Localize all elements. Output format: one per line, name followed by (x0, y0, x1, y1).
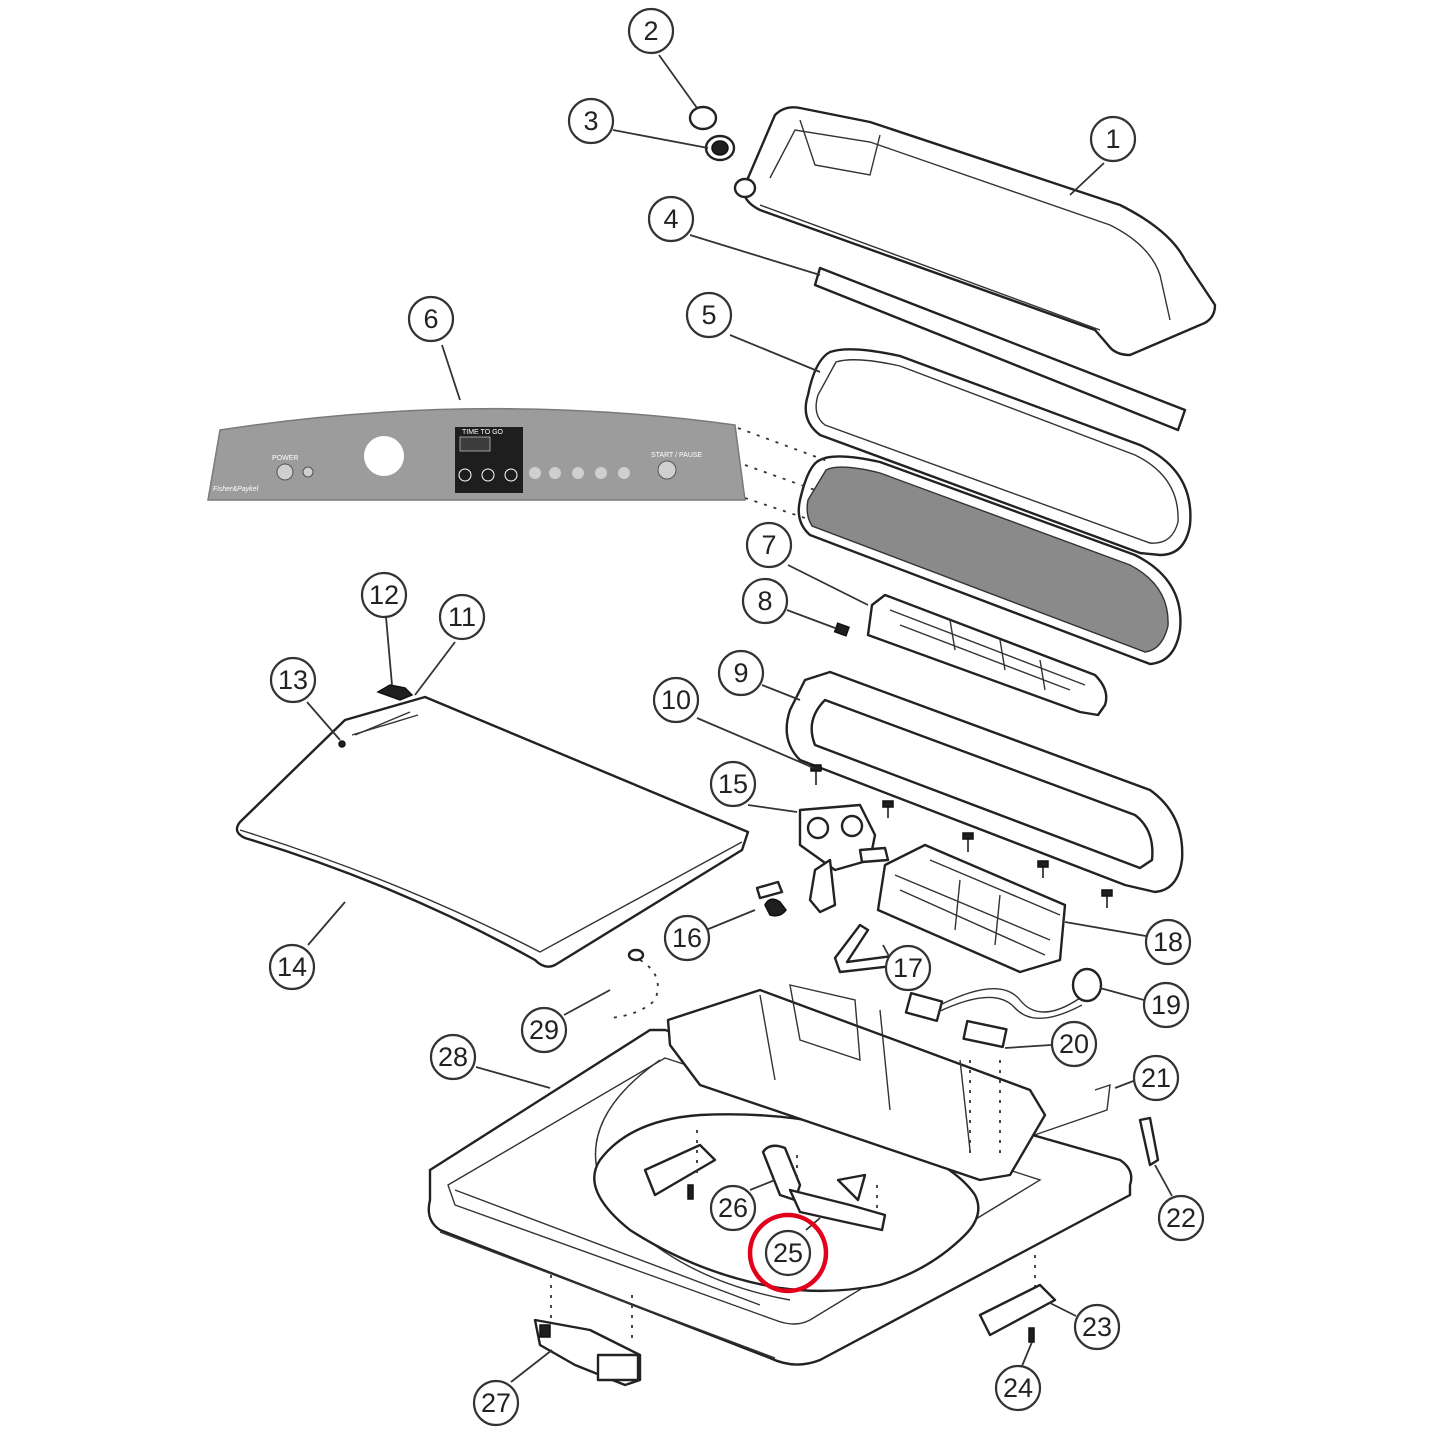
lid-screw-part (338, 740, 346, 748)
callout-1-label: 1 (1105, 124, 1120, 154)
callout-28-label: 28 (438, 1042, 468, 1072)
display-caption-text: TIME TO GO (462, 429, 504, 436)
console-frame-part (785, 670, 1184, 894)
callout-4-label: 4 (663, 204, 678, 234)
callout-8: 8 (741, 577, 789, 625)
start-label-text: START / PAUSE (651, 452, 703, 459)
callout-21: 21 (1132, 1054, 1180, 1102)
callout-29: 29 (520, 1006, 568, 1054)
callout-2-label: 2 (643, 16, 658, 46)
callout-12-label: 12 (369, 580, 399, 610)
callout-24: 24 (994, 1364, 1042, 1412)
callout-15-label: 15 (718, 769, 748, 799)
callout-21-label: 21 (1141, 1063, 1171, 1093)
lid-hinge-rod-part (354, 711, 411, 736)
lid-hinge-part (376, 684, 414, 701)
knob-ring-part (704, 134, 736, 162)
callout-26: 26 (709, 1184, 757, 1232)
callout-5: 5 (685, 291, 733, 339)
callout-23: 23 (1073, 1303, 1121, 1351)
callout-16: 16 (663, 914, 711, 962)
callout-3-label: 3 (583, 106, 598, 136)
callout-17: 17 (884, 944, 932, 992)
brand-text: Fisher&Paykel (213, 486, 259, 493)
callout-12: 12 (360, 571, 408, 619)
motor-controller-part (876, 843, 1067, 974)
callout-9: 9 (717, 649, 765, 697)
callout-29-label: 29 (529, 1015, 559, 1045)
lens-frame-part (804, 348, 1192, 557)
console-housing-part (733, 106, 1217, 357)
callout-22-label: 22 (1166, 1203, 1196, 1233)
callout-19: 19 (1142, 981, 1190, 1029)
callout-24-label: 24 (1003, 1373, 1033, 1403)
callout-18: 18 (1144, 918, 1192, 966)
hinge-screw-part (1028, 1327, 1035, 1343)
callout-10: 10 (652, 676, 700, 724)
power-cord-part (904, 967, 1103, 1023)
callout-13-label: 13 (278, 665, 308, 695)
callout-7: 7 (745, 521, 793, 569)
deck-hinge-right-part (978, 1283, 1057, 1337)
callout-11: 11 (438, 593, 486, 641)
callout-27-label: 27 (481, 1388, 511, 1418)
cable-clip-part (755, 880, 787, 917)
trim-strip-part (813, 266, 1187, 432)
knob-cap-part (688, 105, 718, 131)
lid-switch-part (962, 1019, 1008, 1049)
screw-parts (810, 764, 1113, 908)
callout-5-label: 5 (701, 300, 716, 330)
callout-28: 28 (429, 1033, 477, 1081)
callout-1: 1 (1089, 115, 1137, 163)
callout-22: 22 (1157, 1194, 1205, 1242)
highlight-ring (747, 1212, 829, 1294)
callout-14: 14 (268, 943, 316, 991)
callout-19-label: 19 (1151, 990, 1181, 1020)
callout-6: 6 (407, 295, 455, 343)
display-lens-part (797, 455, 1182, 666)
callout-23-label: 23 (1082, 1312, 1112, 1342)
callout-17-label: 17 (893, 953, 923, 983)
power-label-text: POWER (272, 455, 298, 462)
callout-9-label: 9 (733, 658, 748, 688)
callout-3: 3 (567, 97, 615, 145)
callout-4: 4 (647, 195, 695, 243)
callout-6-label: 6 (423, 304, 438, 334)
callout-26-label: 26 (718, 1193, 748, 1223)
leader-lines (306, 54, 1173, 1383)
lid-part (235, 695, 750, 968)
deck-hinge-left-part (643, 1143, 717, 1200)
side-hinge-part (1138, 1116, 1160, 1167)
front-latch-part (533, 1318, 642, 1387)
callout-2: 2 (627, 7, 675, 55)
callout-15: 15 (709, 760, 757, 808)
callout-18-label: 18 (1153, 927, 1183, 957)
callout-27: 27 (472, 1379, 520, 1427)
callout-20: 20 (1050, 1020, 1098, 1068)
callout-25-label: 25 (773, 1238, 803, 1268)
control-panel-overlay-part: TIME TO GO Fisher&Paykel START / PAUSE P… (207, 407, 746, 501)
board-clip-part (833, 622, 850, 637)
callout-8-label: 8 (757, 586, 772, 616)
mounting-bracket-part (833, 923, 904, 974)
callout-25: 25 (764, 1229, 812, 1277)
callout-16-label: 16 (672, 923, 702, 953)
support-rod-part (1019, 1083, 1111, 1141)
water-valve-part (798, 803, 890, 914)
control-board-part (866, 593, 1108, 717)
lid-damper-part (609, 959, 659, 1019)
callout-11-label: 11 (448, 602, 476, 632)
callout-10-label: 10 (661, 685, 691, 715)
callout-13: 13 (269, 656, 317, 704)
callout-14-label: 14 (277, 952, 307, 982)
drain-hose-part (761, 1144, 887, 1232)
callout-20-label: 20 (1059, 1029, 1089, 1059)
callout-7-label: 7 (761, 530, 776, 560)
